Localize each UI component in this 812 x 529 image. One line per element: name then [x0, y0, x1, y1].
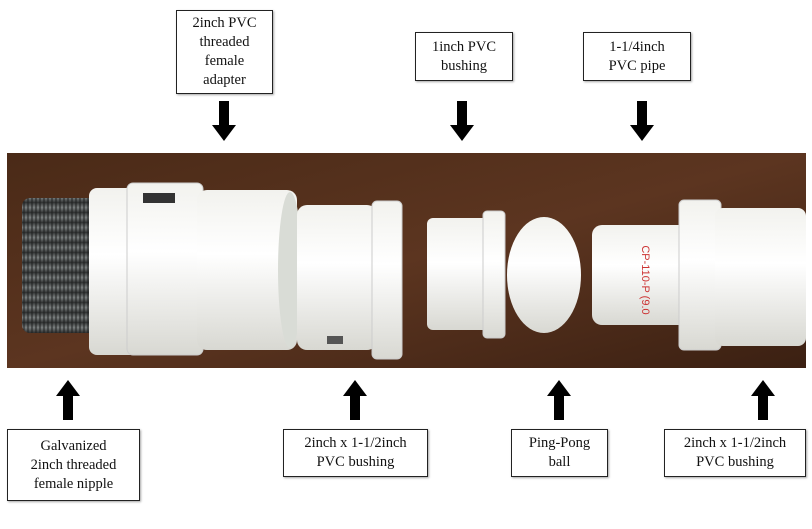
up-arrow-icon [547, 380, 571, 420]
label-line: female nipple [33, 475, 114, 492]
label-bushing-right: 2inch x 1-1/2inch PVC bushing [664, 429, 806, 477]
pipe-marking: CP-110-P (9.0 [639, 245, 651, 314]
label-line: 2inch x 1-1/2inch [304, 435, 407, 451]
label-bushing-left: 2inch x 1-1/2inch PVC bushing [283, 429, 428, 477]
label-line: Ping-Pong [528, 435, 591, 451]
label-line: threaded [199, 34, 250, 50]
label-line: 2inch x 1-1/2inch [683, 435, 787, 451]
ping-pong-ball [507, 217, 581, 333]
pvc-pipe [592, 225, 692, 325]
galvanized-nipple [22, 198, 97, 333]
down-arrow-icon [450, 101, 474, 141]
label-line: PVC bushing [316, 454, 395, 470]
label-ping-pong-ball: Ping-Pong ball [511, 429, 608, 477]
label-line: 1-1/4inch [609, 38, 665, 55]
label-line: 2inch PVC [192, 15, 257, 31]
label-1inch-bushing: 1inch PVC bushing [415, 32, 513, 81]
bushing-1inch [427, 218, 489, 330]
label-line: PVC bushing [696, 454, 774, 470]
label-line: Galvanized [40, 437, 107, 454]
up-arrow-icon [343, 380, 367, 420]
label-line: bushing [441, 57, 487, 74]
assembly-photo: CP-110-P (9.0 [7, 153, 806, 368]
label-line: adapter [203, 72, 246, 88]
down-arrow-icon [630, 101, 654, 141]
label-line: 2inch threaded [30, 456, 117, 473]
label-line: ball [548, 454, 571, 470]
label-line: PVC pipe [608, 57, 666, 74]
label-line: 1inch PVC [431, 38, 497, 55]
up-arrow-icon [751, 380, 775, 420]
label-galvanized-nipple: Galvanized 2inch threaded female nipple [7, 429, 140, 501]
label-line: female [204, 53, 245, 69]
bushing-left [297, 205, 377, 350]
label-female-adapter: 2inch PVC threaded female adapter [176, 10, 273, 94]
bushing-right [678, 199, 722, 351]
down-arrow-icon [212, 101, 236, 141]
up-arrow-icon [56, 380, 80, 420]
label-pvc-pipe: 1-1/4inch PVC pipe [583, 32, 691, 81]
